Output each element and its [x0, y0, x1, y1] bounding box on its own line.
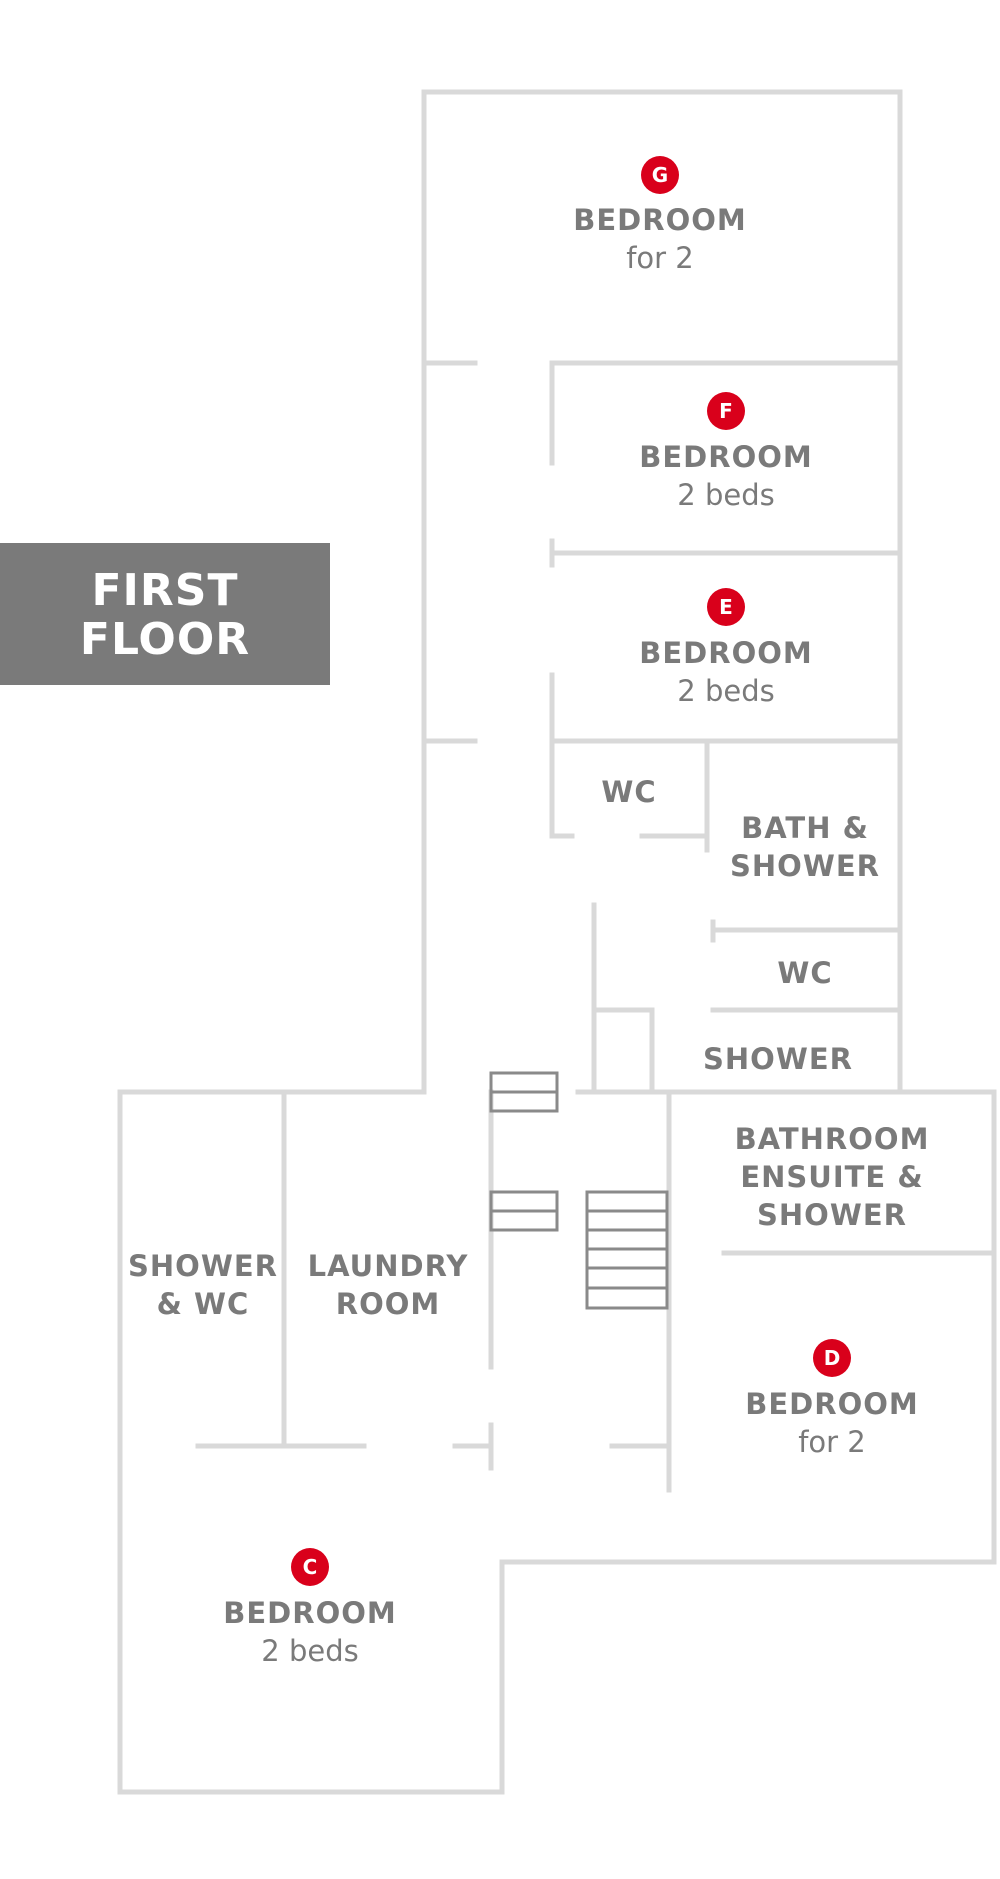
floor-label-line2: FLOOR [80, 614, 250, 665]
room-capacity: for 2 [798, 1425, 866, 1459]
room-badge-g [641, 156, 679, 194]
room-name: BEDROOM [223, 1596, 396, 1630]
floor-label-line1: FIRST [91, 565, 238, 616]
room-label-line1: SHOWER [128, 1249, 278, 1283]
room-label-line2: SHOWER [730, 849, 880, 883]
room-name: BEDROOM [745, 1387, 918, 1421]
room-badge-letter: F [719, 399, 733, 423]
room-g: G BEDROOM for 2 [573, 156, 746, 275]
room-shower-wc: SHOWER & WC [128, 1249, 278, 1321]
room-badge-d [813, 1339, 851, 1377]
room-c: C BEDROOM 2 beds [223, 1548, 396, 1668]
room-badge-e [707, 588, 745, 626]
room-capacity: 2 beds [677, 674, 774, 708]
floor-label-background [0, 543, 330, 685]
wall-shower-closet [591, 1007, 655, 1095]
room-label-line2: ENSUITE & [740, 1160, 923, 1194]
room-label-line2: & WC [157, 1287, 250, 1321]
room-laundry: LAUNDRY ROOM [308, 1249, 469, 1321]
room-capacity: for 2 [626, 241, 694, 275]
room-f: F BEDROOM 2 beds [639, 392, 812, 512]
room-name: BEDROOM [639, 440, 812, 474]
room-bath-shower: BATH & SHOWER [730, 811, 880, 883]
floor-label: FIRST FLOOR [0, 543, 330, 685]
room-badge-letter: C [303, 1555, 318, 1579]
room-capacity: 2 beds [677, 478, 774, 512]
room-label-line3: SHOWER [757, 1198, 907, 1232]
room-badge-letter: D [824, 1346, 841, 1370]
room-badge-f [707, 392, 745, 430]
room-badge-letter: E [719, 595, 733, 619]
room-label-line1: LAUNDRY [308, 1249, 469, 1283]
room-label-line1: BATH & [741, 811, 869, 845]
room-d: D BEDROOM for 2 [745, 1339, 918, 1459]
room-wc-upper: WC [601, 775, 656, 809]
lower-wing-outer-wall [117, 1089, 997, 1795]
room-shower: SHOWER [703, 1042, 853, 1076]
stairs [489, 1071, 669, 1310]
room-label-line2: ROOM [336, 1287, 441, 1321]
room-name: BEDROOM [573, 203, 746, 237]
room-bathroom-ensuite: BATHROOM ENSUITE & SHOWER [735, 1122, 930, 1232]
room-capacity: 2 beds [261, 1634, 358, 1668]
walls [117, 89, 997, 1795]
room-name: BEDROOM [639, 636, 812, 670]
room-label-line1: BATHROOM [735, 1122, 930, 1156]
room-badge-c [291, 1548, 329, 1586]
room-badge-letter: G [652, 163, 668, 187]
room-e: E BEDROOM 2 beds [639, 588, 812, 708]
room-wc-lower: WC [777, 956, 832, 990]
upper-wing-outer-wall [421, 89, 903, 1095]
